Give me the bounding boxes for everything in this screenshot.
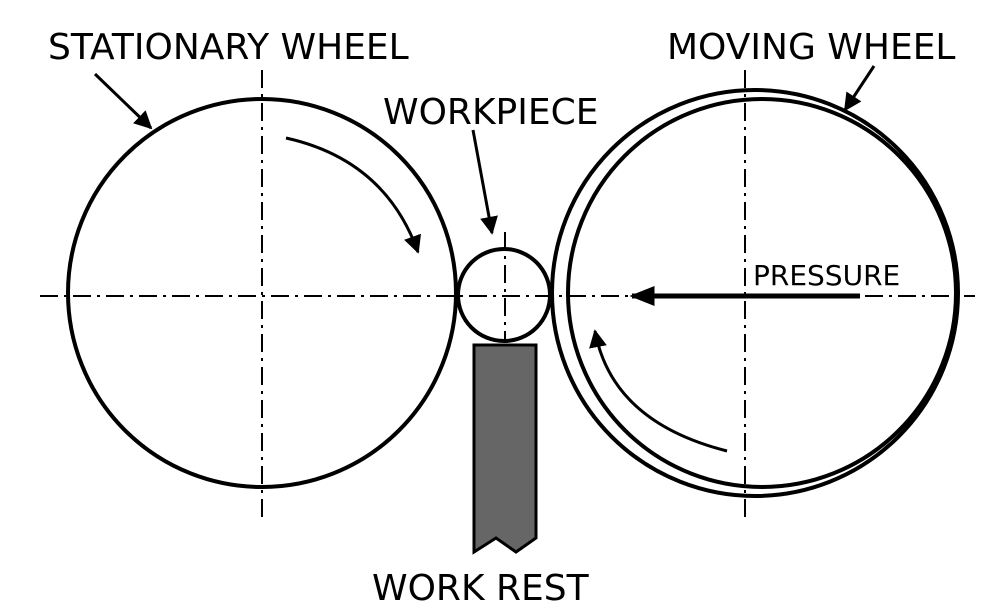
moving-wheel-inner [566, 97, 958, 489]
stationary-wheel-leader-arrow [93, 72, 153, 130]
stationary-wheel-rotation-arrow [285, 136, 421, 254]
moving-wheel-rotation-arrow [589, 329, 728, 453]
workpiece [456, 247, 552, 343]
stationary-wheel [66, 97, 458, 489]
work-rest [472, 343, 538, 555]
workpiece-label: WORKPIECE [383, 92, 599, 133]
moving-wheel-outer [550, 88, 960, 498]
workpiece-leader-arrow [471, 129, 498, 235]
work-rest-label: WORK REST [372, 568, 590, 609]
moving-wheel-leader-arrow [843, 65, 876, 112]
pressure-label: PRESSURE [753, 259, 900, 292]
moving-wheel-label: MOVING WHEEL [667, 27, 956, 68]
stationary-wheel-label: STATIONARY WHEEL [48, 27, 409, 68]
